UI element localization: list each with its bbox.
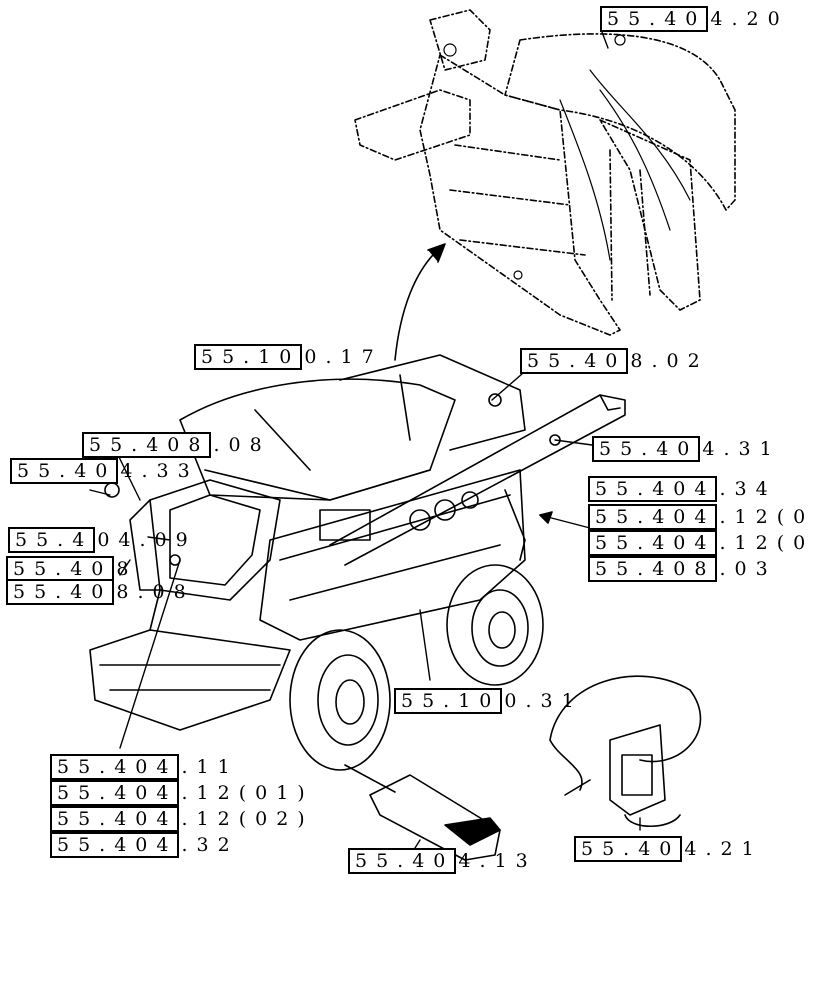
reference-code-suffix: .08 <box>213 434 271 456</box>
reference-code-suffix: .03 <box>719 558 777 580</box>
reference-code-box: 55.40 <box>592 436 701 462</box>
roof-harness-lines <box>443 34 691 280</box>
reference-label-55-404-32: 55.404.32 <box>50 832 239 858</box>
reference-code-suffix: 4.31 <box>702 438 781 460</box>
leader-arrow-head <box>539 511 553 524</box>
reference-code-box: 55.40 <box>600 6 709 32</box>
reference-code-box: 55.10 <box>394 688 503 714</box>
reference-code-box: 55.404 <box>50 754 180 780</box>
reference-code-box: 55.40 <box>574 836 683 862</box>
reference-code-suffix: 4.13 <box>458 850 537 872</box>
reference-label-55-404-12-01: 55.404.12(01) <box>50 780 314 806</box>
reference-code-suffix: 4.21 <box>684 838 763 860</box>
reference-code-box: 55.40 <box>6 579 115 605</box>
reference-label-55-404-12-02: 55.404.12(02) <box>50 806 314 832</box>
reference-code-suffix: .11 <box>181 756 239 778</box>
reference-code-box: 55.408 <box>588 556 718 582</box>
reference-code-suffix: 8.08 <box>116 581 195 603</box>
roof-electrical-assembly <box>354 9 736 336</box>
reference-code-suffix: 4.33 <box>120 460 199 482</box>
reference-code-box: 55.40 <box>520 348 629 374</box>
reference-code-suffix: 8.02 <box>630 350 709 372</box>
reference-code-suffix: .12(02) <box>181 808 314 830</box>
reference-code-suffix: .12(0 <box>719 532 815 554</box>
reference-code-box: 55.404 <box>588 476 718 502</box>
reference-code-box: 55.404 <box>50 832 180 858</box>
reference-label-55-404-34: 55.404.34 <box>588 476 777 502</box>
reference-label-55-408-08-top: 55.408.08 <box>82 432 271 458</box>
reference-code-box: 55.4 <box>8 527 96 553</box>
reference-code-suffix: 8 <box>116 558 138 580</box>
reference-code-suffix: 04.09 <box>97 529 197 551</box>
curved-arrow <box>394 247 441 361</box>
reference-code-box: 55.408 <box>82 432 212 458</box>
reference-code-suffix: .12(01) <box>181 782 314 804</box>
reference-code-suffix: .34 <box>719 478 777 500</box>
reference-code-box: 55.404 <box>50 806 180 832</box>
reference-code-suffix: 4.20 <box>710 8 789 30</box>
reference-label-55-404-12-right-a: 55.404.12(0 <box>588 504 814 530</box>
reference-code-box: 55.404 <box>50 780 180 806</box>
reference-code-suffix: .12(0 <box>719 506 815 528</box>
reference-label-55-404-11: 55.404.11 <box>50 754 239 780</box>
reference-code-box: 55.40 <box>6 556 115 582</box>
reference-code-suffix: 0.17 <box>304 346 383 368</box>
reference-code-box: 55.40 <box>348 848 457 874</box>
beacon-lamp-part <box>549 675 702 827</box>
reference-label-55-408-03: 55.408.03 <box>588 556 777 582</box>
combine-harvester <box>89 354 626 771</box>
reference-code-box: 55.10 <box>194 344 303 370</box>
reference-code-box: 55.404 <box>588 504 718 530</box>
curved-arrow-head <box>427 243 446 263</box>
reference-code-suffix: 0.31 <box>504 690 583 712</box>
reference-code-suffix: .32 <box>181 834 239 856</box>
reference-code-box: 55.40 <box>10 458 119 484</box>
reference-label-55-404-12-right-b: 55.404.12(0 <box>588 530 814 556</box>
work-lamp-part <box>344 764 501 861</box>
reference-code-box: 55.404 <box>588 530 718 556</box>
